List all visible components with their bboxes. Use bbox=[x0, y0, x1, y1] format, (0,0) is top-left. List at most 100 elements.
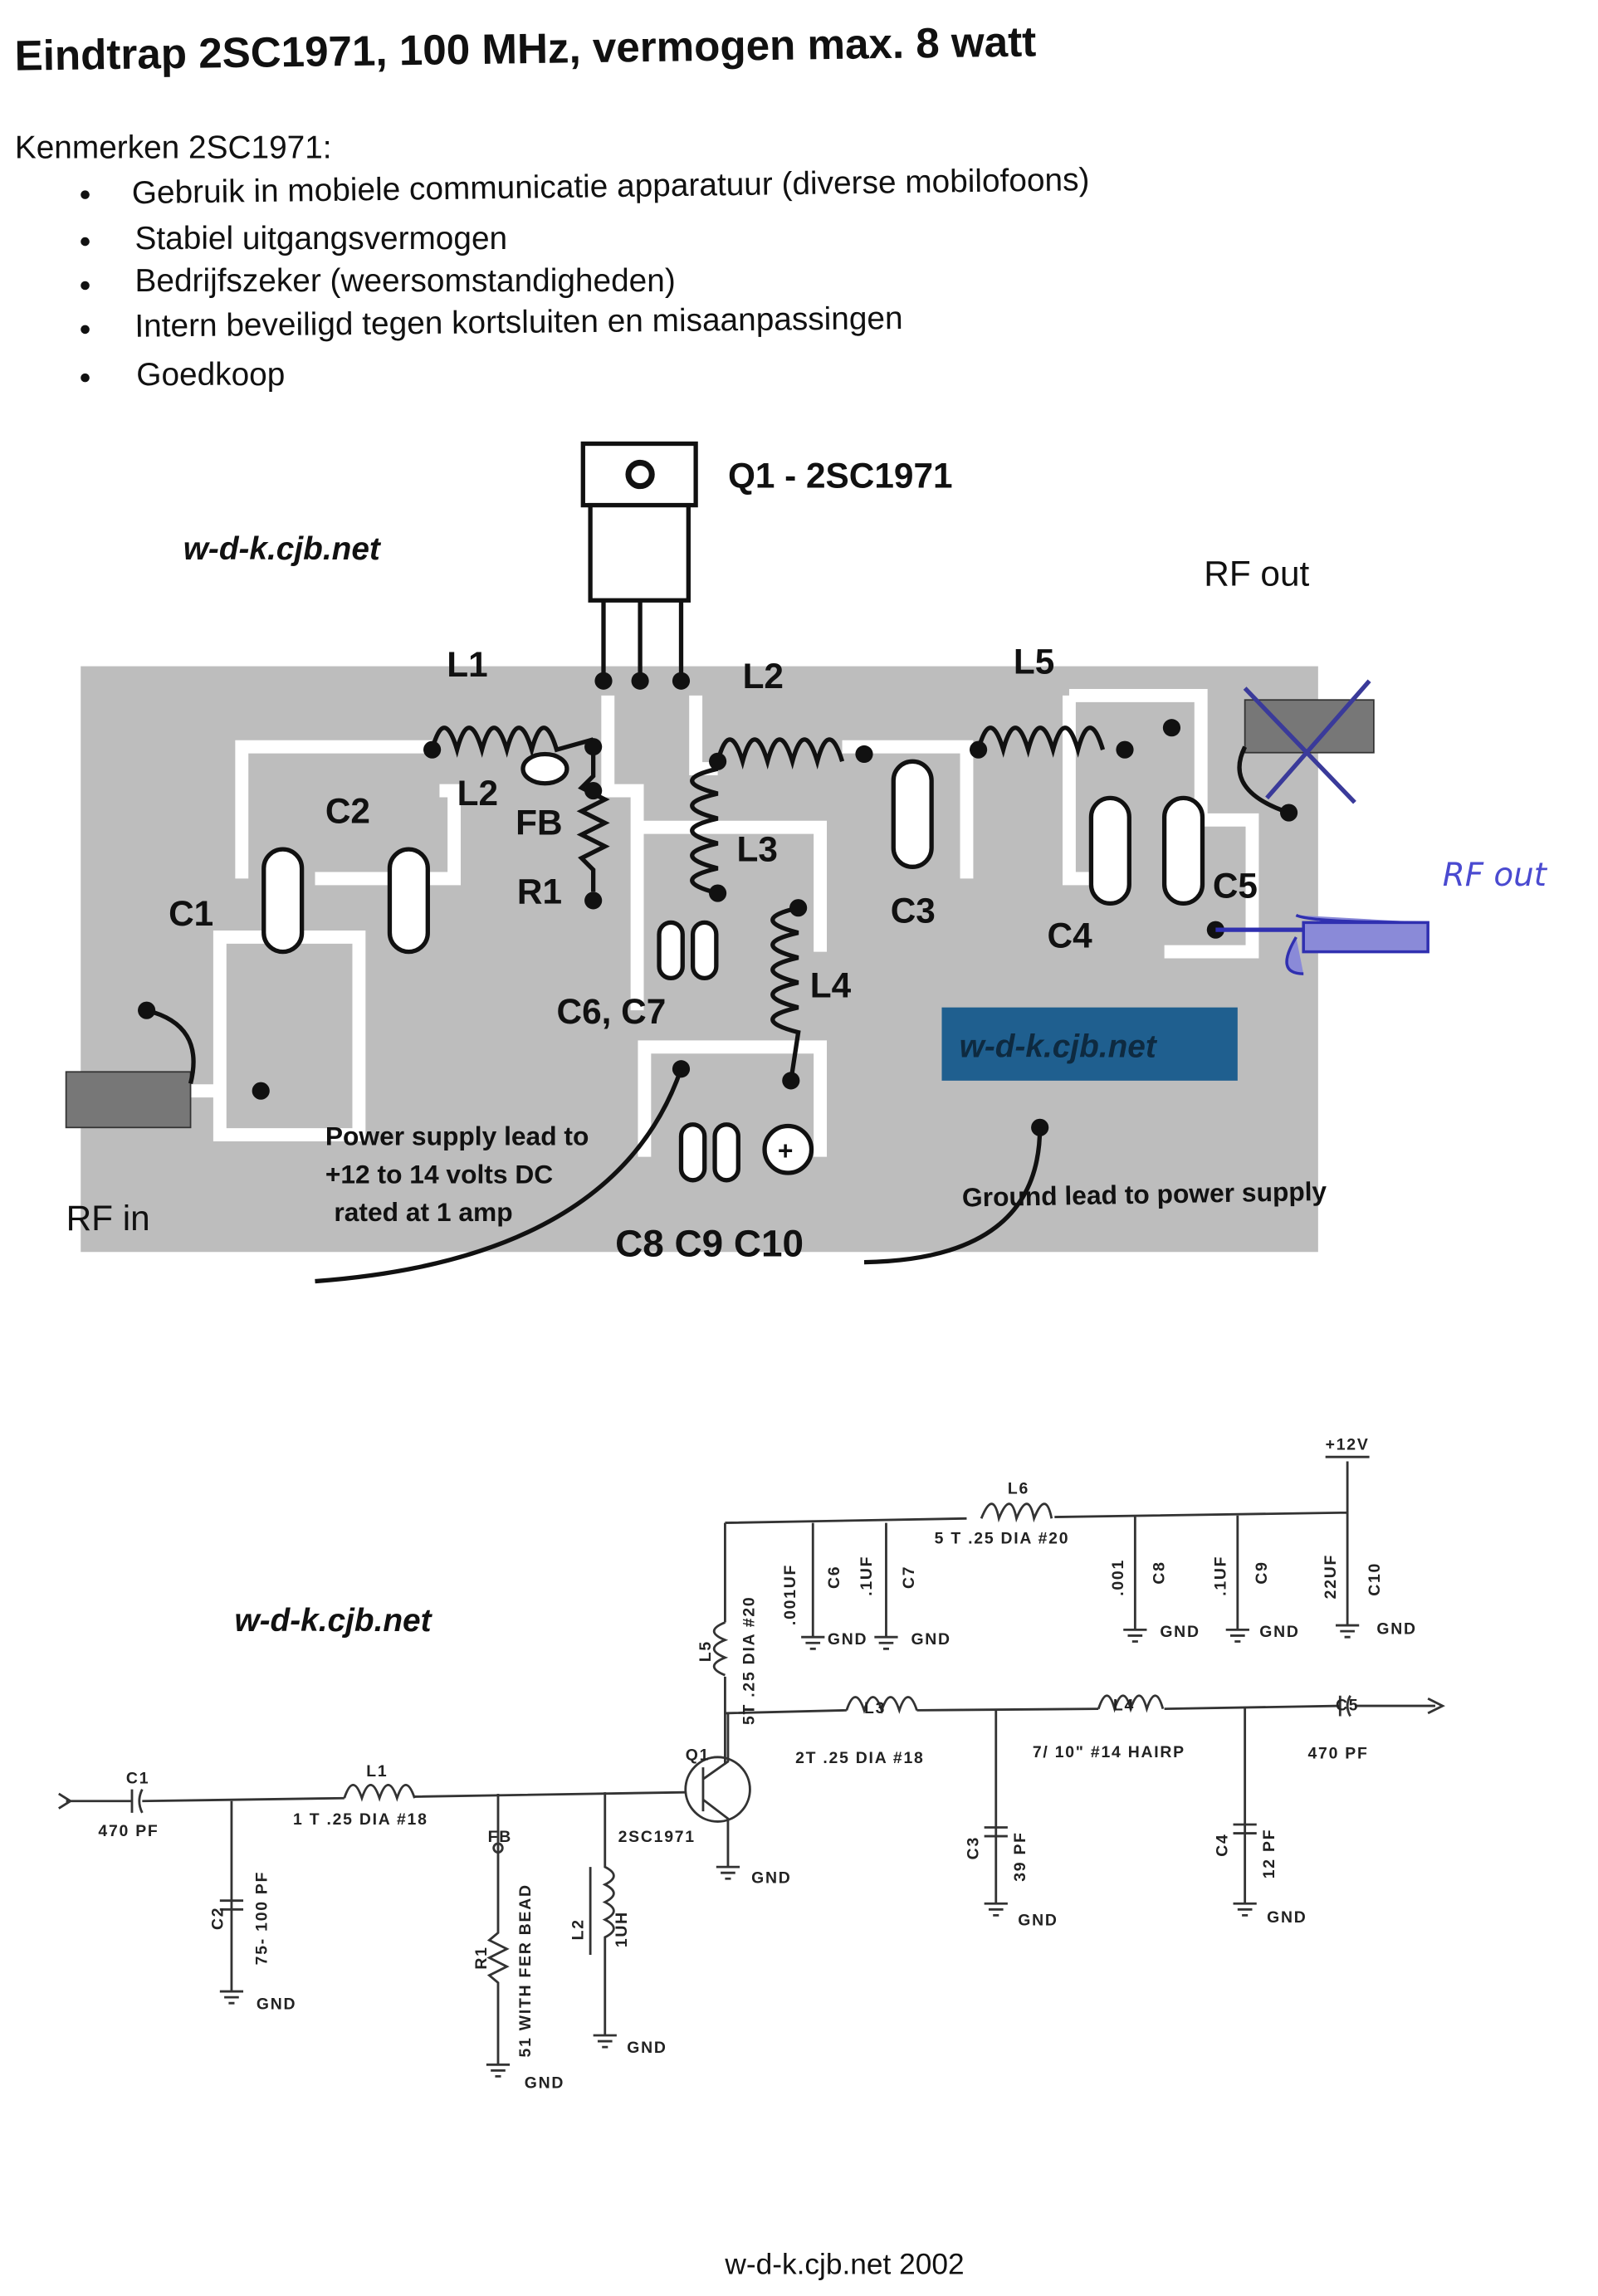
ferrite-bead bbox=[520, 751, 569, 786]
c9-value: .1UF bbox=[1212, 1556, 1230, 1596]
features-list: Gebruik in mobiele communicatie apparatu… bbox=[81, 162, 1090, 393]
feature-item: Gebruik in mobiele communicatie apparatu… bbox=[132, 162, 1090, 211]
gnd-label: GND bbox=[1018, 1912, 1058, 1930]
label-fb: FB bbox=[516, 803, 562, 842]
gnd-label: GND bbox=[257, 1995, 296, 2013]
inductor-l5 bbox=[976, 725, 1106, 758]
label-r1-sch: R1 bbox=[472, 1946, 491, 1969]
label-l5-sch: L5 bbox=[696, 1640, 715, 1662]
label-r1: R1 bbox=[517, 872, 562, 911]
inductor-l6 bbox=[980, 1502, 1053, 1523]
feature-item: Goedkoop bbox=[136, 357, 285, 393]
c7-value: .1UF bbox=[858, 1556, 876, 1596]
bullet-icon bbox=[81, 237, 90, 247]
ground-note: Ground lead to power supply bbox=[962, 1176, 1327, 1213]
label-l2-sch: L2 bbox=[569, 1918, 587, 1940]
inductor-l4-sch bbox=[1097, 1694, 1165, 1713]
label-l4-sch: L4 bbox=[1113, 1696, 1135, 1714]
page-title: Eindtrap 2SC1971, 100 MHz, vermogen max.… bbox=[14, 17, 1036, 79]
l1-spec: 1 T .25 DIA #18 bbox=[293, 1810, 428, 1829]
label-c10: C10 bbox=[1366, 1562, 1384, 1596]
cross-out-mark bbox=[1243, 679, 1371, 804]
l4-spec: 7/ 10" #14 HAIRP bbox=[1033, 1743, 1185, 1761]
handwritten-coax bbox=[1285, 913, 1429, 975]
rf-in-label: RF in bbox=[66, 1199, 150, 1238]
feature-item: Stabiel uitgangsvermogen bbox=[135, 221, 508, 256]
c1-value: 470 PF bbox=[98, 1822, 159, 1840]
label-c7: C7 bbox=[900, 1566, 918, 1589]
r1-value: 51 WITH FER BEAD bbox=[516, 1883, 535, 2057]
feature-item: Intern beveiligd tegen kortsluiten en mi… bbox=[134, 300, 903, 344]
footer: w-d-k.cjb.net 2002 bbox=[724, 2249, 964, 2281]
schematic-site-label: w-d-k.cjb.net bbox=[234, 1603, 432, 1639]
label-l3: L3 bbox=[737, 829, 778, 868]
bullet-icon bbox=[81, 325, 90, 335]
l5-spec: 5T .25 DIA #20 bbox=[740, 1596, 759, 1725]
label-c5-sch: C5 bbox=[1336, 1696, 1359, 1714]
label-c3: C3 bbox=[891, 891, 936, 930]
power-note-line: +12 to 14 volts DC bbox=[325, 1159, 553, 1189]
transistor-body bbox=[588, 502, 691, 603]
c3-value: 39 PF bbox=[1011, 1831, 1029, 1882]
l6-spec: 5 T .25 DIA #20 bbox=[935, 1529, 1070, 1547]
vcc-label: +12V bbox=[1326, 1435, 1370, 1453]
label-l1: L1 bbox=[447, 645, 487, 684]
inductor-l2 bbox=[716, 737, 845, 769]
schematic: w-d-k.cjb.net +12V L6 5 T .25 DIA #20 .0… bbox=[58, 1435, 1445, 2093]
rf-out-label: RF out bbox=[1204, 554, 1309, 594]
label-l2: L2 bbox=[743, 657, 784, 696]
c6-value: .001UF bbox=[781, 1564, 799, 1625]
mounting-hole-icon bbox=[625, 459, 655, 490]
gnd-label: GND bbox=[627, 2039, 667, 2057]
label-c5: C5 bbox=[1213, 866, 1258, 905]
inductor-l3-sch bbox=[845, 1696, 918, 1714]
label-c2: C2 bbox=[325, 791, 370, 830]
capacitors bbox=[261, 759, 1205, 1183]
label-c2-sch: C2 bbox=[208, 1907, 227, 1930]
label-l5: L5 bbox=[1014, 642, 1054, 681]
bullet-icon bbox=[81, 373, 90, 383]
label-fb-sch: FB bbox=[488, 1828, 512, 1846]
label-c8-c10: C8 C9 C10 bbox=[615, 1222, 804, 1265]
handwritten-rf-out: RF out bbox=[1443, 857, 1548, 894]
l3-spec: 2T .25 DIA #18 bbox=[795, 1749, 924, 1767]
rf-in-connector bbox=[65, 1071, 192, 1129]
blue-label: w-d-k.cjb.net bbox=[960, 1029, 1158, 1065]
blue-label-box bbox=[941, 1007, 1238, 1081]
bullet-icon bbox=[81, 281, 90, 291]
label-l4: L4 bbox=[810, 965, 852, 1004]
inductor-l5-sch bbox=[712, 1621, 729, 1677]
label-c8: C8 bbox=[1151, 1561, 1169, 1584]
gnd-label: GND bbox=[1376, 1620, 1416, 1639]
pcb-layout: + RF out w-d-k.cjb.net Q1 - 2SC1971 w-d-… bbox=[65, 441, 1548, 1284]
gnd-label: GND bbox=[751, 1869, 791, 1888]
label-l3-sch: L3 bbox=[864, 1699, 886, 1717]
resistor-r1 bbox=[576, 746, 610, 892]
l2-value: 1UH bbox=[613, 1911, 631, 1947]
label-c3-sch: C3 bbox=[965, 1836, 983, 1859]
gnd-label: GND bbox=[1259, 1623, 1299, 1641]
transistor-q1-symbol bbox=[684, 1756, 751, 1823]
inductor-l3 bbox=[690, 766, 719, 896]
feature-item: Bedrijfszeker (weersomstandigheden) bbox=[135, 263, 676, 299]
label-c6-c7: C6, C7 bbox=[557, 992, 667, 1031]
gnd-label: GND bbox=[1160, 1623, 1200, 1641]
label-c4-sch: C4 bbox=[1213, 1833, 1231, 1856]
capacitor-c5-sch bbox=[1338, 1695, 1351, 1717]
c2-value: 75- 100 PF bbox=[252, 1871, 271, 1966]
gnd-label: GND bbox=[828, 1630, 867, 1649]
site-label: w-d-k.cjb.net bbox=[183, 531, 382, 567]
inductor-l1 bbox=[430, 725, 594, 758]
power-supply-lead bbox=[315, 1067, 683, 1284]
transistor-tab bbox=[580, 441, 698, 508]
polarity-plus-icon: + bbox=[778, 1136, 794, 1165]
label-l6: L6 bbox=[1008, 1479, 1029, 1497]
c10-value: 22UF bbox=[1322, 1554, 1340, 1599]
power-note-line: rated at 1 amp bbox=[334, 1197, 512, 1227]
label-q1-sch: Q1 bbox=[686, 1746, 710, 1764]
bullet-icon bbox=[81, 190, 90, 199]
label-l1-sch: L1 bbox=[366, 1762, 388, 1781]
inductor-l4 bbox=[770, 906, 801, 1082]
transistor-label: Q1 - 2SC1971 bbox=[728, 456, 953, 495]
